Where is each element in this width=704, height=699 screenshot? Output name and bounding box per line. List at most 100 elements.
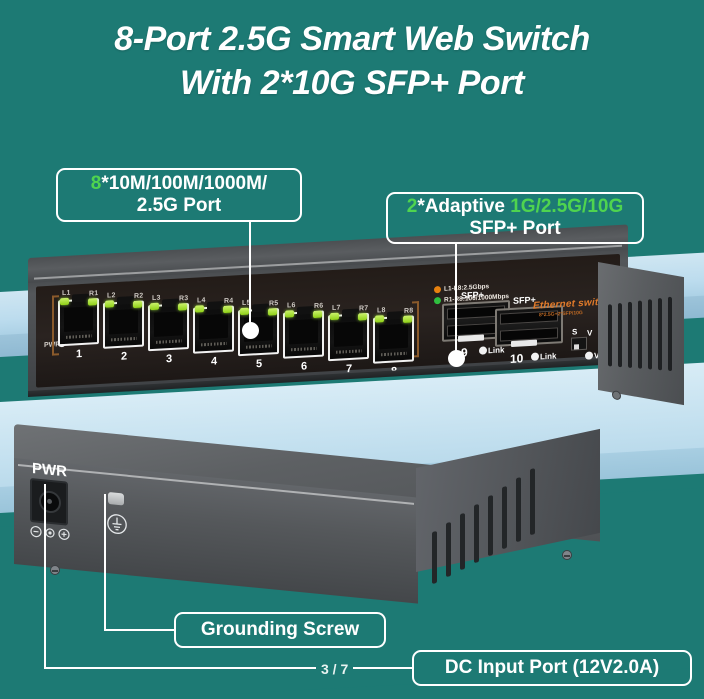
port-cavity — [334, 321, 363, 347]
port-tab — [162, 298, 179, 308]
callout-ports-count: 8 — [90, 173, 102, 195]
earth-ground-icon — [106, 512, 128, 536]
led-label-r1: R1 — [89, 290, 99, 298]
legend-led-green-icon — [434, 296, 441, 305]
callout-sfp-leader-vertical — [455, 244, 457, 356]
port-pins — [156, 339, 182, 344]
title-line-1: 8-Port 2.5G Smart Web Switch — [114, 20, 590, 58]
callout-dc-leader-vertical — [44, 484, 46, 668]
led-label-r8: R8 — [404, 307, 414, 315]
callout-grounding-leader-horizontal — [104, 629, 176, 631]
callout-sfp-speeds: 1G/2.5G/10G — [510, 196, 624, 218]
led-l7 — [330, 312, 339, 321]
vent-slot — [474, 504, 479, 564]
callout-grounding: Grounding Screw — [174, 612, 386, 648]
vent-slot — [608, 304, 612, 367]
vent-slot — [668, 296, 672, 372]
callout-dc-input: DC Input Port (12V2.0A) — [412, 650, 692, 686]
port-tab — [207, 301, 224, 310]
led-label-r3: R3 — [179, 295, 189, 303]
led-l3 — [150, 302, 159, 311]
link-label-9: Link — [488, 345, 505, 356]
page-indicator: 3 / 7 — [316, 661, 354, 677]
led-r1 — [88, 298, 97, 306]
led-r8 — [403, 315, 412, 324]
led-r7 — [358, 313, 367, 321]
led-label-l3: L3 — [152, 294, 161, 303]
rear-panel-screw-left — [50, 565, 60, 575]
switch-rear-view: PWR — [14, 424, 600, 604]
callout-ports-line1: *10M/100M/1000M/ — [101, 173, 268, 195]
led-legend: L1-L8:2.5Gbps R1-R8:100/1000Mbps — [434, 280, 554, 305]
vent-slot — [446, 521, 451, 578]
page-title: 8-Port 2.5G Smart Web Switch With 2*10G … — [0, 18, 704, 105]
port-pins — [381, 351, 407, 357]
port-number-3: 3 — [166, 352, 173, 366]
link-label-10: Link — [540, 351, 557, 362]
dc-jack-pin — [47, 498, 52, 505]
vent-slot — [638, 300, 642, 369]
port-number-6: 6 — [301, 360, 308, 373]
vent-slot — [648, 299, 652, 370]
led-r4 — [223, 305, 232, 314]
port-cavity — [289, 318, 318, 345]
led-label-l1: L1 — [62, 289, 71, 298]
vent-slot — [502, 486, 507, 550]
callout-ports-line2: 2.5G Port — [136, 195, 222, 216]
callout-grounding-leader-vertical — [104, 494, 106, 630]
rear-side-screw — [562, 550, 572, 560]
port-pins — [201, 341, 227, 347]
led-r2 — [133, 300, 142, 309]
mode-dip-switch[interactable] — [571, 336, 587, 351]
port-tab — [342, 308, 359, 318]
dip-label-s: S — [572, 327, 578, 337]
led-label-r2: R2 — [134, 292, 144, 301]
callout-ports-marker — [242, 322, 259, 339]
led-l2 — [105, 300, 114, 308]
port-number-5: 5 — [256, 357, 263, 371]
led-l4 — [195, 305, 204, 313]
callout-ports-leader-vertical — [249, 222, 251, 328]
led-label-r6: R6 — [314, 302, 324, 311]
port-tab — [387, 310, 404, 320]
vent-slot — [488, 495, 493, 557]
vent-slot — [658, 297, 662, 371]
port-pins — [336, 349, 362, 354]
legend-led-orange-icon — [434, 285, 441, 294]
vent-slot — [628, 301, 632, 369]
led-label-l7: L7 — [332, 304, 341, 313]
port-number-2: 2 — [121, 350, 128, 363]
vent-slot — [516, 477, 521, 543]
vent-slot — [618, 302, 622, 368]
led-label-l2: L2 — [107, 292, 116, 300]
port-cavity — [379, 323, 408, 350]
vent-slot — [530, 468, 535, 536]
port-cavity — [199, 313, 228, 340]
title-line-2: With 2*10G SFP+ Port — [179, 63, 525, 102]
grounding-screw[interactable] — [108, 492, 124, 506]
led-label-r4: R4 — [224, 297, 234, 306]
port-number-4: 4 — [211, 355, 218, 368]
led-label-l4: L4 — [197, 297, 206, 305]
sfp-latch — [511, 339, 537, 347]
led-l6 — [285, 310, 294, 318]
port-pins — [111, 336, 137, 342]
dc-polarity-icon — [30, 524, 70, 540]
led-l5 — [240, 307, 249, 316]
callout-dc-input-label: DC Input Port (12V2.0A) — [444, 657, 660, 678]
port-pins — [246, 344, 272, 349]
sfp-label-9: SFP+ — [461, 289, 484, 301]
led-label-l8: L8 — [377, 307, 386, 315]
dc-input-jack[interactable] — [30, 478, 68, 526]
callout-sfp: 2*Adaptive 1G/2.5G/10G SFP+ Port — [386, 192, 644, 244]
callout-sfp-mid: *Adaptive — [417, 196, 511, 218]
callout-sfp-line2: SFP+ Port — [469, 218, 561, 239]
led-r5 — [268, 308, 277, 316]
switch-side-vents — [608, 284, 678, 388]
port-tab — [252, 303, 269, 313]
callout-sfp-count: 2 — [406, 196, 418, 218]
port-tab — [297, 306, 314, 315]
switch-front-view: PWR L1 R1 1 L2 R2 — [28, 224, 628, 448]
led-l1 — [60, 297, 69, 306]
